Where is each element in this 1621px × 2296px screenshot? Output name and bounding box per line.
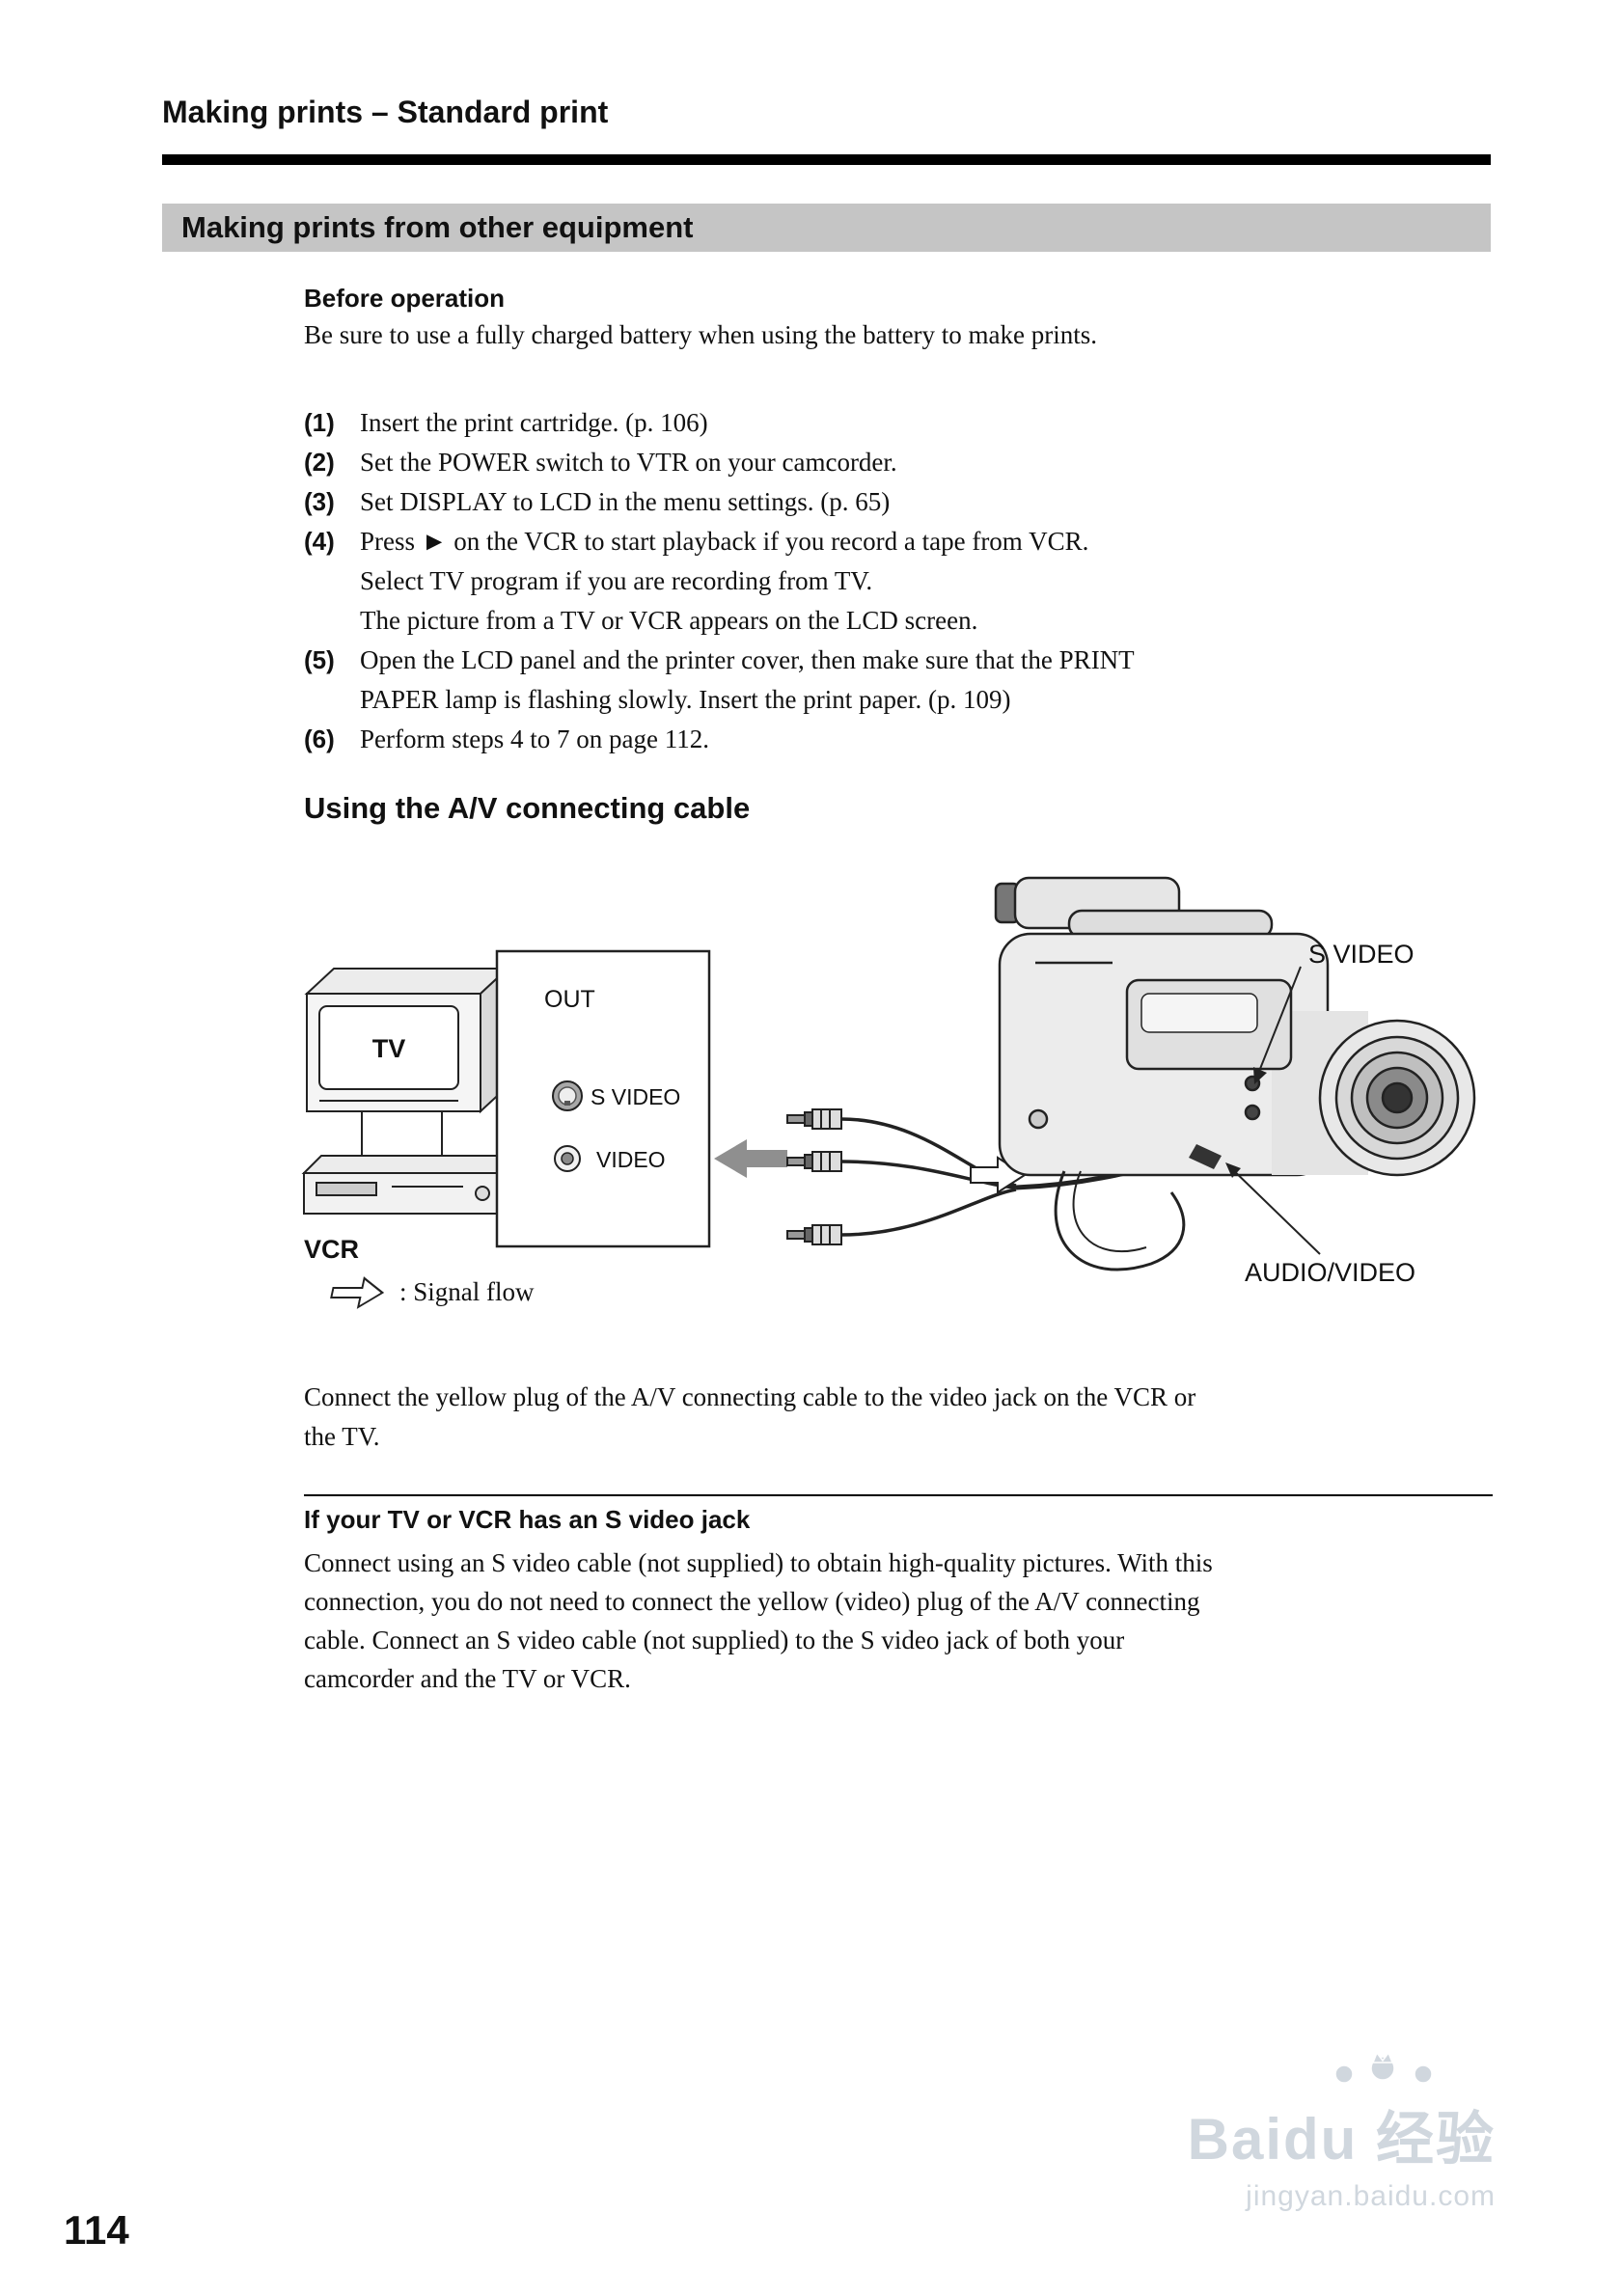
paragraph-line: Connect the yellow plug of the A/V conne… xyxy=(304,1382,1196,1411)
paragraph-line: camcorder and the TV or VCR. xyxy=(304,1664,631,1693)
step-2: (2) Set the POWER switch to VTR on your … xyxy=(304,443,1135,482)
section-banner: Making prints from other equipment xyxy=(162,204,1491,252)
s-video-note-heading: If your TV or VCR has an S video jack xyxy=(304,1505,751,1534)
page-header-title: Making prints – Standard print xyxy=(162,95,609,129)
audio-video-callout-line xyxy=(1225,1162,1321,1255)
watermark-icon xyxy=(1334,2051,1433,2084)
step-text: Perform steps 4 to 7 on page 112. xyxy=(360,724,709,753)
signal-flow-legend-text: : Signal flow xyxy=(399,1277,535,1306)
paragraph-line: connection, you do not need to connect t… xyxy=(304,1587,1200,1616)
step-number: (5) xyxy=(304,645,335,674)
av-cable-plugs xyxy=(786,1108,842,1245)
step-number: (2) xyxy=(304,448,335,477)
watermark-brand-cn: 经验 xyxy=(1376,2107,1496,2172)
step-text: Press ► on the VCR to start playback if … xyxy=(360,527,1089,556)
note-rule xyxy=(304,1494,1493,1496)
signal-flow-legend: : Signal flow xyxy=(330,1276,535,1309)
step-text: PAPER lamp is flashing slowly. Insert th… xyxy=(360,685,1011,714)
watermark-url: jingyan.baidu.com xyxy=(1246,2180,1496,2212)
step-text: Open the LCD panel and the printer cover… xyxy=(360,645,1135,674)
s-video-jack-label: S VIDEO xyxy=(591,1084,680,1109)
tv-drawing: TV xyxy=(304,966,510,1156)
camcorder-drawing xyxy=(994,876,1476,1271)
step-number: (4) xyxy=(304,527,335,556)
s-video-callout-label: S VIDEO xyxy=(1308,940,1415,969)
step-text: The picture from a TV or VCR appears on … xyxy=(360,606,978,635)
paragraph-line: the TV. xyxy=(304,1422,380,1451)
s-video-callout-line xyxy=(1253,966,1302,1084)
steps-list: (1) Insert the print cartridge. (p. 106)… xyxy=(304,403,1135,759)
watermark-brand-en: Baidu xyxy=(1187,2107,1359,2172)
s-video-note-text: Connect using an S video cable (not supp… xyxy=(304,1544,1213,1698)
before-operation-heading: Before operation xyxy=(304,284,506,313)
header-rule xyxy=(162,154,1491,165)
section-banner-title: Making prints from other equipment xyxy=(181,210,694,244)
step-5: (5) Open the LCD panel and the printer c… xyxy=(304,641,1135,720)
paragraph-line: cable. Connect an S video cable (not sup… xyxy=(304,1626,1125,1654)
cable-section-heading: Using the A/V connecting cable xyxy=(304,791,751,825)
step-1: (1) Insert the print cartridge. (p. 106) xyxy=(304,403,1135,443)
step-6: (6) Perform steps 4 to 7 on page 112. xyxy=(304,720,1135,759)
vcr-label: VCR xyxy=(304,1235,359,1264)
tv-label: TV xyxy=(372,1034,406,1063)
step-number: (1) xyxy=(304,408,335,437)
page-number: 114 xyxy=(64,2207,129,2253)
signal-flow-legend-icon xyxy=(330,1276,385,1309)
jack-panel: OUT S VIDEO VIDEO xyxy=(495,949,711,1248)
step-number: (3) xyxy=(304,487,335,516)
step-text: Set the POWER switch to VTR on your camc… xyxy=(360,448,897,477)
s-video-jack-icon xyxy=(552,1080,583,1111)
before-operation-text: Be sure to use a fully charged battery w… xyxy=(304,320,1098,349)
step-text: Set DISPLAY to LCD in the menu settings.… xyxy=(360,487,891,516)
vcr-drawing xyxy=(301,1153,527,1216)
step-text: Insert the print cartridge. (p. 106) xyxy=(360,408,708,437)
audio-video-callout-label: AUDIO/VIDEO xyxy=(1245,1258,1415,1287)
video-jack-label: VIDEO xyxy=(596,1147,666,1172)
step-3: (3) Set DISPLAY to LCD in the menu setti… xyxy=(304,482,1135,522)
video-jack-icon xyxy=(554,1145,581,1172)
out-label: OUT xyxy=(544,986,595,1013)
plug-direction-arrow-icon xyxy=(714,1139,787,1178)
step-4: (4) Press ► on the VCR to start playback… xyxy=(304,522,1135,641)
connect-paragraph: Connect the yellow plug of the A/V conne… xyxy=(304,1378,1195,1457)
paragraph-line: Connect using an S video cable (not supp… xyxy=(304,1548,1213,1577)
watermark: Baidu 经验 jingyan.baidu.com xyxy=(1081,2049,1496,2213)
connection-diagram: TV VCR OUT S VIDEO VIDEO xyxy=(301,876,1476,1309)
step-text: Select TV program if you are recording f… xyxy=(360,566,873,595)
step-number: (6) xyxy=(304,724,335,753)
watermark-brand: Baidu 经验 xyxy=(1081,2092,1496,2176)
